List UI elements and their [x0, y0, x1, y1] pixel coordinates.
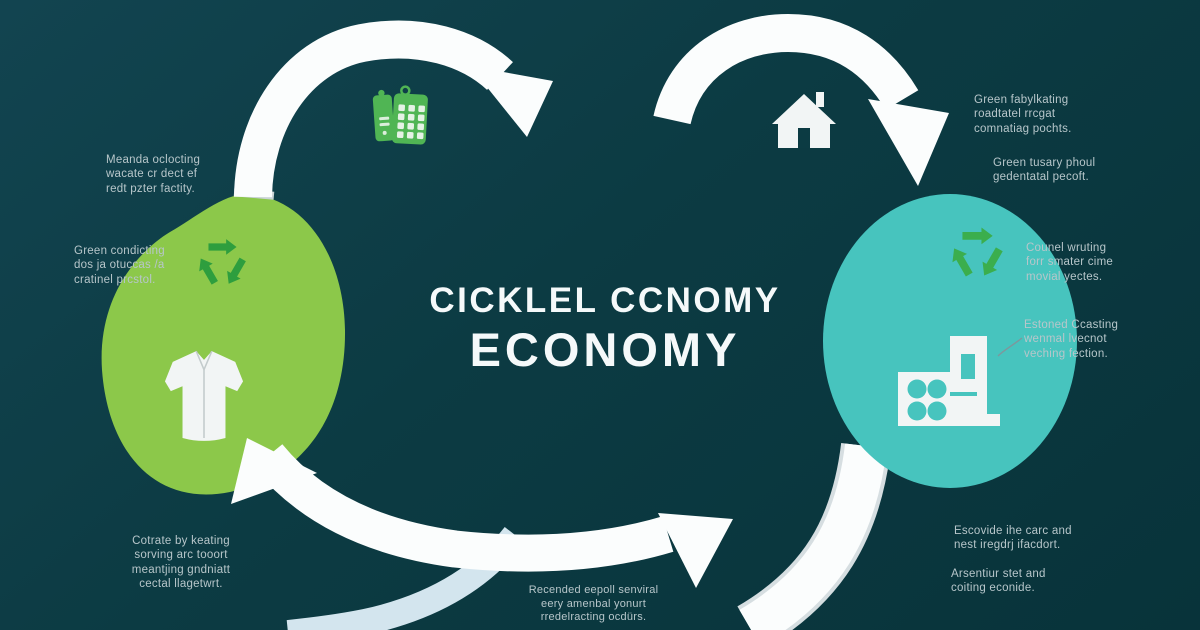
label-bottom-center: Recended eepoll senviral eery amenbal yo…	[528, 584, 659, 624]
page-title: CICKLEL CCNOMY ECONOMY	[405, 281, 805, 377]
cycle-arc-top-left	[234, 20, 513, 198]
leader-line	[997, 337, 1023, 357]
shirt-icon	[164, 350, 244, 441]
label-right-2: Estoned Ccasting wenmal lvecnot veching …	[1024, 319, 1119, 360]
label-right-1: Counel wruting forr smater cime movial y…	[1026, 242, 1114, 283]
arrowhead-top-left	[470, 66, 553, 137]
recycle-icon	[952, 227, 1003, 277]
calendar-icon	[391, 85, 428, 145]
tag-and-calendar-icon	[372, 85, 428, 145]
title-line-2: ECONOMY	[469, 323, 741, 376]
house-icon	[772, 92, 836, 148]
factory-icon	[898, 336, 1000, 426]
label-bottom-right-2: Arsentiur stet and coiting econide.	[951, 568, 1046, 595]
label-bottom-left: Cotrate by keating sorving arc tooort me…	[131, 535, 231, 590]
arrowhead-bottom-right	[658, 513, 733, 588]
label-top-right-1: Green fabylkating roadtatel rrcgat comna…	[974, 94, 1072, 135]
arrowhead-bottom-left	[231, 438, 317, 504]
label-left: Green condicting dos ja otuccas /a crati…	[74, 245, 165, 286]
recycle-icon	[199, 239, 246, 285]
label-top-left: Meanda oclocting wacate cr dect ef redt …	[106, 154, 201, 195]
arrowhead-top-right	[868, 99, 949, 186]
title-line-1: CICKLEL CCNOMY	[429, 281, 781, 320]
materials-blob	[101, 193, 346, 495]
label-top-right-2: Green tusary phoul gedentatal pecoft.	[993, 157, 1096, 184]
cycle-arc-top-right	[653, 13, 919, 125]
tag-icon	[372, 89, 395, 142]
label-bottom-right-1: Escovide ihe carc and nest iregdrj ifacd…	[954, 525, 1072, 552]
cycle-arc-right-down	[739, 443, 887, 630]
cycle-arc-bottom	[253, 444, 674, 572]
